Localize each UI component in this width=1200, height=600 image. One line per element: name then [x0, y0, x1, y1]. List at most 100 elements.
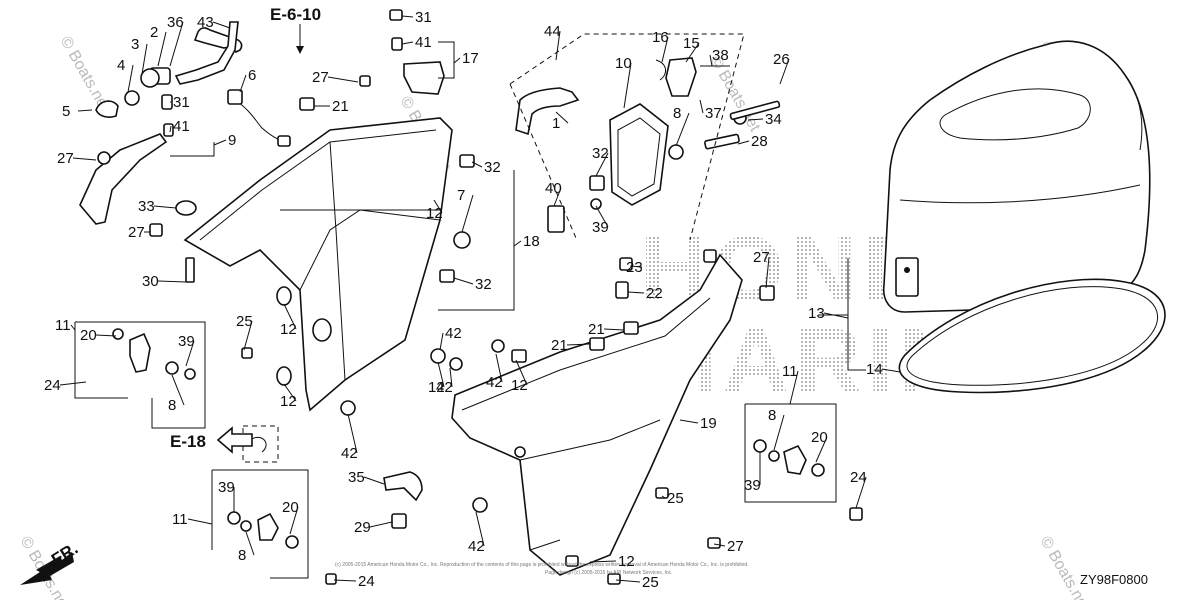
leader-line [615, 579, 641, 583]
callout-number: 27 [727, 538, 744, 555]
callout-number: 12 [280, 393, 297, 410]
leader-line [70, 324, 76, 331]
callout-number: 27 [312, 69, 329, 86]
watermark: © Boats.net [1037, 534, 1094, 600]
callout-number: 25 [236, 313, 253, 330]
callout-number: 23 [626, 259, 643, 276]
leader-line [661, 36, 669, 63]
callout-number: 11 [782, 363, 798, 380]
leader-line [453, 57, 461, 64]
leader-line [461, 194, 474, 233]
callout-number: 9 [228, 132, 236, 149]
leader-line [661, 495, 666, 499]
callout-number: 30 [142, 273, 159, 290]
leader-line [401, 15, 414, 18]
callout-number: 44 [544, 23, 561, 40]
callout-number: 29 [354, 519, 371, 536]
leader-line [283, 383, 297, 402]
leader-line [773, 414, 785, 451]
leader-line [589, 560, 617, 563]
callout-number: 33 [138, 198, 155, 215]
callout-number: 32 [484, 159, 501, 176]
callout-number: 31 [173, 94, 190, 111]
callout-number: 15 [683, 35, 700, 52]
callout-number: 19 [700, 415, 717, 432]
callout-number: 42 [341, 445, 358, 462]
reference-label: E-6-10 [270, 5, 321, 24]
leader-line [212, 21, 231, 29]
leader-line [495, 353, 503, 383]
callout-number: 34 [765, 111, 782, 128]
callout-number: 39 [178, 333, 195, 350]
leader-line [401, 41, 414, 45]
leader-line [475, 511, 485, 547]
callout-number: 21 [332, 98, 349, 115]
leader-line [72, 157, 97, 161]
leader-line [289, 506, 299, 535]
leader-line [855, 476, 867, 509]
callout-number: 32 [592, 145, 609, 162]
callout-number: 16 [652, 29, 669, 46]
leader-line [433, 199, 443, 214]
leader-line [239, 74, 247, 93]
leader-line [765, 256, 770, 289]
leader-line [789, 370, 799, 405]
callout-number: 42 [445, 325, 462, 342]
leader-line [747, 118, 764, 121]
leader-line [623, 62, 632, 109]
callout-number: 26 [773, 51, 790, 68]
callout-number: 40 [545, 180, 562, 197]
leader-line [95, 334, 117, 337]
leader-line [333, 579, 357, 582]
callout-number: 27 [128, 224, 145, 241]
leader-line [709, 54, 713, 67]
copyright-notice: Page design (c) 2005-2015 by ARI Network… [545, 570, 673, 576]
callout-number: 1 [552, 115, 560, 132]
leader-line [823, 312, 849, 319]
leader-line [327, 76, 359, 83]
callout-number: 4 [117, 57, 125, 74]
box-group-11-bottom [211, 425, 337, 585]
leader-line [449, 367, 453, 388]
callout-number: 17 [462, 50, 479, 67]
callout-number: 20 [80, 327, 97, 344]
callout-number: 11 [55, 317, 71, 334]
leader-line [881, 368, 901, 373]
callout-number: 32 [475, 276, 492, 293]
leader-line [363, 476, 385, 485]
leader-line [515, 359, 528, 386]
leader-line [595, 152, 609, 177]
callout-number: 12 [511, 377, 528, 394]
leader-line [713, 543, 726, 547]
leader-line [627, 291, 645, 294]
callout-number: 42 [436, 379, 453, 396]
callout-number: 43 [197, 14, 214, 31]
callout-number: 24 [44, 377, 61, 394]
callout-number: 5 [62, 103, 70, 120]
callout-number: 14 [866, 361, 883, 378]
box-group-11-left [74, 321, 206, 429]
callout-number: 39 [218, 479, 235, 496]
leader-line [439, 332, 444, 351]
callout-number: 12 [280, 321, 297, 338]
leader-line [685, 42, 700, 63]
leader-line [347, 413, 358, 454]
leader-line [171, 374, 185, 406]
callout-number: 8 [238, 547, 246, 564]
leader-line [555, 30, 561, 61]
callout-number: 8 [768, 407, 776, 424]
callout-number: 31 [415, 9, 432, 26]
callout-number: 20 [282, 499, 299, 516]
drawing-code: ZY98F0800 [1080, 572, 1148, 587]
callout-number: 22 [646, 285, 663, 302]
callout-number: 10 [615, 55, 632, 72]
callout-number: 41 [173, 118, 190, 135]
leader-line [157, 31, 167, 67]
cover-seal [898, 278, 1166, 394]
callout-number: 2 [150, 24, 158, 41]
callout-number: 25 [667, 490, 684, 507]
callout-number: 24 [358, 573, 375, 590]
leader-line [243, 320, 253, 351]
callout-number: 35 [348, 469, 365, 486]
